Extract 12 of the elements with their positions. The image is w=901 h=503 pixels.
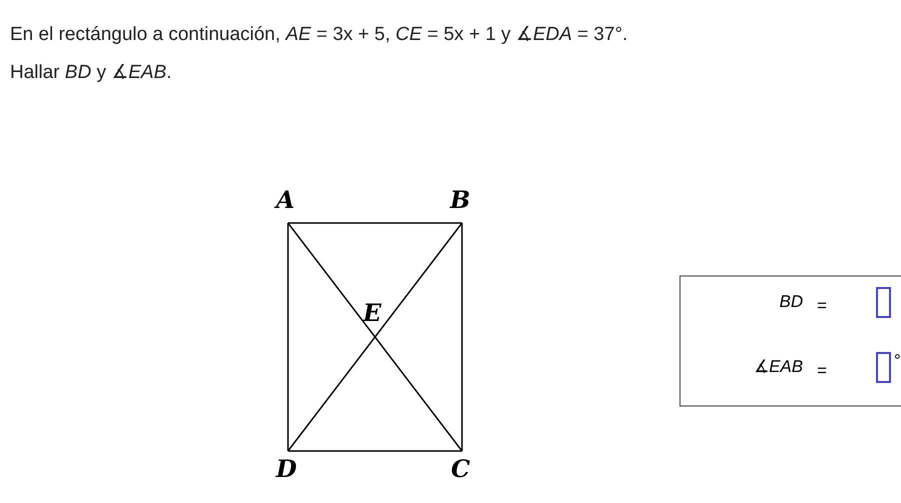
vertex-label: E	[363, 301, 382, 325]
vertex-label: A	[276, 188, 295, 212]
vertex-label: B	[450, 188, 470, 212]
equals-sign: =	[817, 297, 827, 314]
answer-label: BD	[779, 293, 803, 310]
degree-sign: °	[894, 352, 901, 369]
equals-sign: =	[817, 362, 827, 379]
vertex-label: D	[276, 457, 297, 481]
question-text: En el rectángulo a continuación, AE = 3x + 5, CE = 5x + 1 y ∡EDA = 37°.	[10, 23, 628, 46]
vertex-label: C	[451, 457, 470, 481]
question-text: Hallar BD y ∡EAB.	[10, 61, 172, 84]
answer-label: ∡EAB	[754, 358, 803, 375]
